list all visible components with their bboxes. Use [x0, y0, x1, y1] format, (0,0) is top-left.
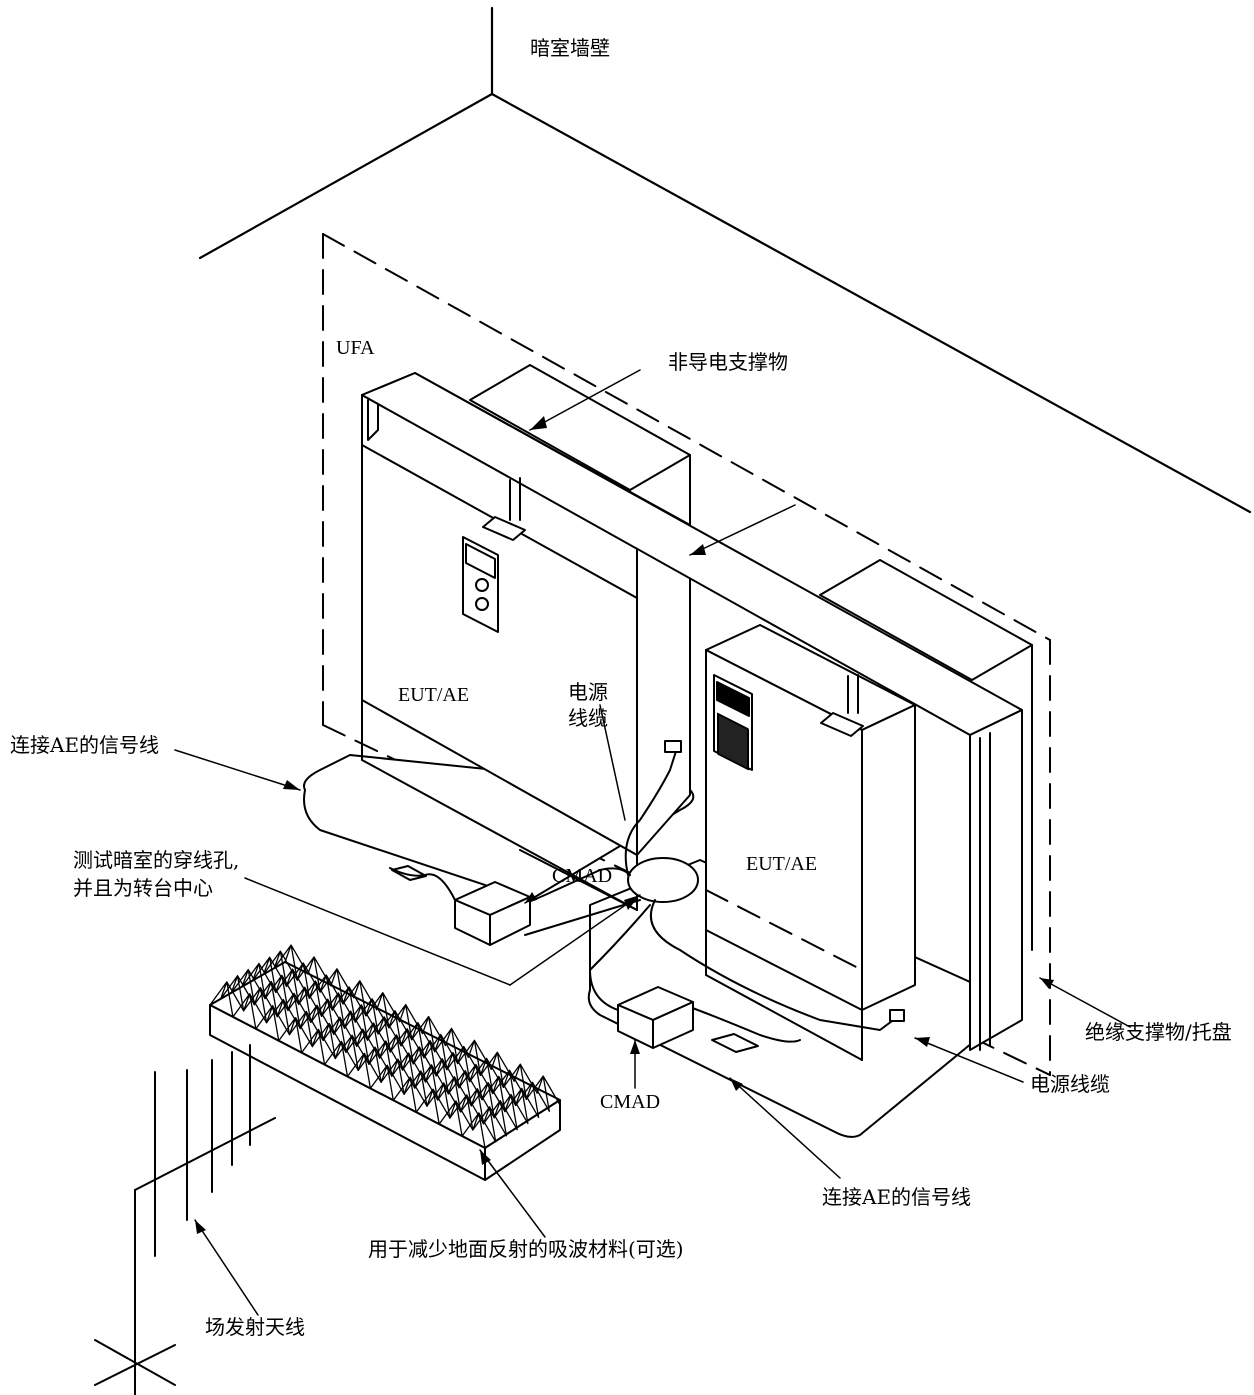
- label-ufa: UFA: [336, 337, 375, 359]
- chamber-wall: [198, 6, 1252, 514]
- label-feedthrough-2: 并且为转台中心: [73, 876, 213, 900]
- power-cables: [624, 740, 905, 1031]
- label-power-cable-center-2: 线缆: [568, 706, 608, 730]
- arrowheads: [195, 416, 1054, 1234]
- label-eut-ae-left: EUT/AE: [398, 684, 470, 706]
- label-antenna: 场发射天线: [205, 1315, 305, 1339]
- cmad-box-top: [454, 881, 531, 946]
- leader-lines: [174, 369, 1131, 1316]
- label-cmad-top: CMAD: [552, 865, 613, 887]
- label-nonconductive-support: 非导电支撑物: [668, 350, 788, 374]
- control-panel-right: [713, 674, 753, 771]
- back-box-right: [819, 559, 1033, 951]
- label-cmad-bottom: CMAD: [600, 1091, 661, 1113]
- label-signal-line-ae-left: 连接AE的信号线: [10, 733, 160, 757]
- label-power-cable-center-1: 电源: [568, 680, 608, 704]
- cmad-box-bottom: [617, 986, 694, 1049]
- label-feedthrough-1: 测试暗室的穿线孔,: [73, 848, 240, 872]
- absorber-pyramid: [525, 1075, 561, 1112]
- field-antenna: [94, 1044, 276, 1395]
- label-chamber-wall: 暗室墙壁: [530, 36, 610, 60]
- label-insulating-support: 绝缘支撑物/托盘: [1085, 1020, 1232, 1044]
- label-power-cable-right: 电源线缆: [1030, 1072, 1110, 1096]
- absorber-block: [209, 944, 561, 1181]
- label-absorber: 用于减少地面反射的吸波材料(可选): [368, 1237, 684, 1261]
- label-signal-line-ae-bottom: 连接AE的信号线: [822, 1185, 972, 1209]
- control-panel-left: [462, 536, 499, 633]
- label-eut-ae-right: EUT/AE: [746, 853, 818, 875]
